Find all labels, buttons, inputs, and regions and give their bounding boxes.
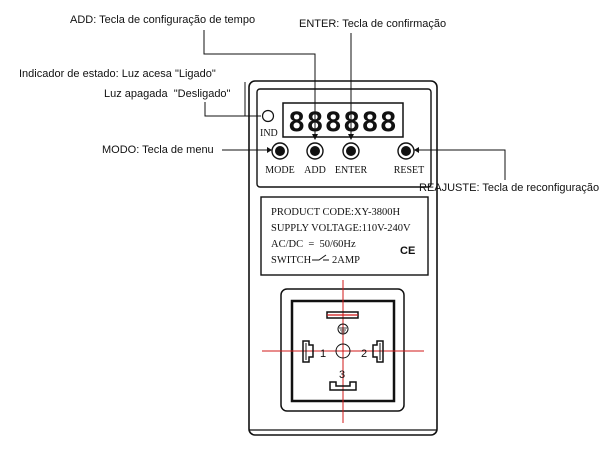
annotation-enter: ENTER: Tecla de confirmação <box>299 18 446 30</box>
reset-button-label: RESET <box>394 165 425 176</box>
spec-acdc: AC/DC = 50/60Hz <box>271 239 356 250</box>
mode-button[interactable] <box>271 142 289 160</box>
leader-reset-arrow <box>414 147 419 153</box>
segment-display <box>282 102 404 138</box>
reset-button-cap[interactable] <box>401 146 411 156</box>
leader-indicator <box>204 82 246 117</box>
socket-center-hole <box>335 343 351 359</box>
annotation-add: ADD: Tecla de configuração de tempo <box>70 14 255 26</box>
reset-button[interactable] <box>397 142 415 160</box>
device-body <box>248 80 438 436</box>
socket-pin-1-label: 1 <box>320 348 326 360</box>
ground-symbol-icon <box>337 323 349 335</box>
leader-enter-arrow <box>348 134 354 140</box>
mode-button-cap[interactable] <box>275 146 285 156</box>
socket-bottom-slot <box>329 381 357 391</box>
annotation-indicator-off: Luz apagada "Desligado" <box>104 88 231 100</box>
spec-switch-prefix: SWITCH <box>271 255 312 266</box>
ind-label: IND <box>260 128 278 139</box>
socket-pin-2-label: 2 <box>361 348 367 360</box>
ce-mark: CE <box>400 245 415 257</box>
switch-symbol-icon <box>312 254 329 261</box>
annotation-mode: MODO: Tecla de menu <box>102 144 214 156</box>
annotation-indicator-on: Indicador de estado: Luz acesa "Ligado" <box>19 68 216 80</box>
status-indicator-light <box>261 109 275 123</box>
mode-button-label: MODE <box>265 165 294 176</box>
annotation-reset: REAJUSTE: Tecla de reconfiguração <box>419 182 599 194</box>
socket-pin-3-label: 3 <box>339 369 345 381</box>
spec-label-panel <box>260 196 429 276</box>
enter-button-label: ENTER <box>335 165 368 176</box>
control-panel <box>256 88 432 188</box>
leader-add-arrow <box>312 134 318 140</box>
add-button[interactable] <box>306 142 324 160</box>
socket-left-slot <box>302 340 314 363</box>
socket-right-slot <box>372 340 384 363</box>
spec-product-code: PRODUCT CODE:XY-3800H <box>271 207 400 218</box>
leader-add <box>203 30 316 135</box>
spec-supply-voltage: SUPPLY VOLTAGE:110V-240V <box>271 223 411 234</box>
add-button-label: ADD <box>304 165 326 176</box>
add-button-cap[interactable] <box>310 146 320 156</box>
display-digits: 888888 <box>288 107 398 138</box>
leader-reset <box>418 149 506 180</box>
enter-button-cap[interactable] <box>346 146 356 156</box>
enter-button[interactable] <box>342 142 360 160</box>
leader-mode-arrow <box>267 147 272 153</box>
spec-switch-value: 2AMP <box>332 255 360 266</box>
